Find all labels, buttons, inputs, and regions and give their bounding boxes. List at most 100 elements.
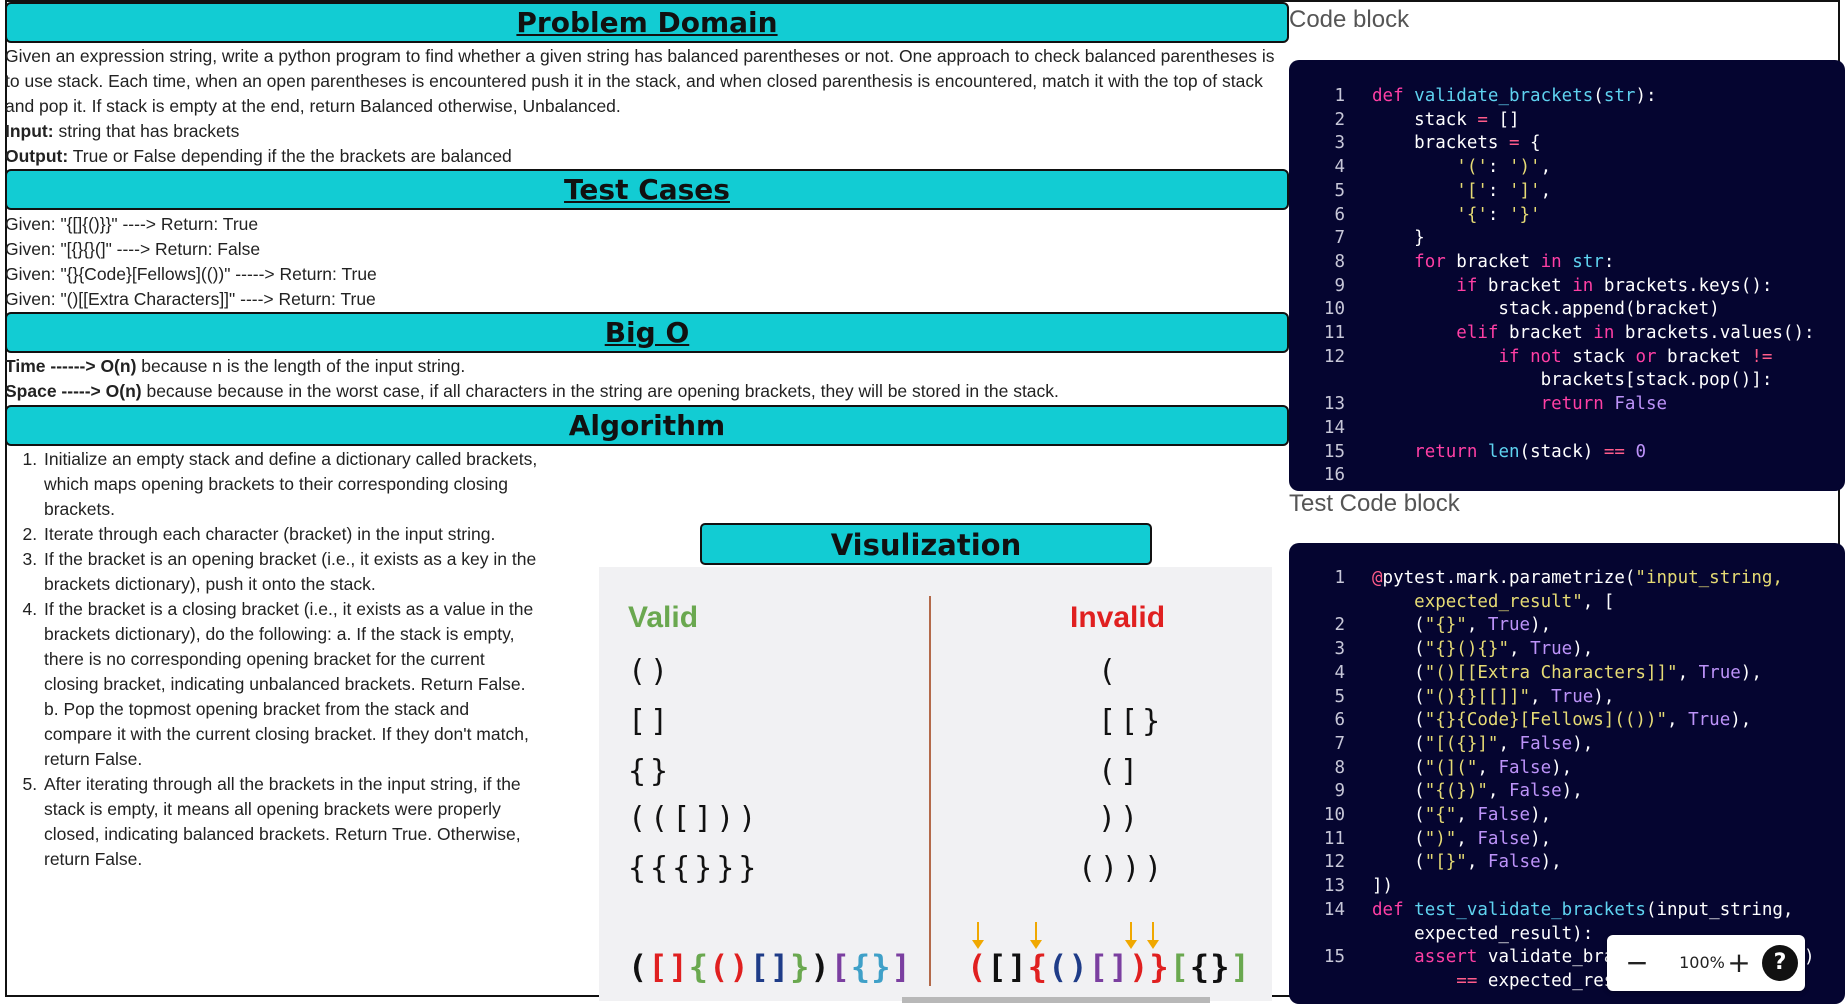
algorithm-banner: Algorithm <box>5 405 1289 446</box>
visualization-image <box>599 567 1272 1001</box>
problem-domain-banner: Problem Domain <box>5 2 1289 43</box>
line-number: 14 <box>1323 417 1345 438</box>
line-number: 12 <box>1323 852 1345 873</box>
algorithm-step: If the bracket is a closing bracket (i.e… <box>42 597 542 772</box>
bracket-char: ] <box>1108 948 1130 986</box>
time-complexity: Time ------> O(n) because n is the lengt… <box>5 354 1285 379</box>
line-number: 7 <box>1334 733 1345 754</box>
line-number: 12 <box>1323 346 1345 367</box>
code-text: == expected_result <box>1456 970 1646 991</box>
line-number: 13 <box>1323 876 1345 897</box>
bracket-char: } <box>871 948 892 986</box>
invalid-sequence: ([]{()[])}[{}] <box>967 948 1251 986</box>
code-text: def test_validate_brackets(input_string, <box>1372 899 1794 920</box>
code-text: @pytest.mark.parametrize("input_string, <box>1372 568 1783 588</box>
bracket-char: [ <box>987 948 1008 986</box>
code-line: expected_result", [ <box>1289 590 1845 614</box>
code-line: 11 elif bracket in brackets.values(): <box>1289 321 1845 345</box>
bracket-char: ] <box>891 948 912 986</box>
line-number: 5 <box>1334 180 1345 201</box>
line-number: 8 <box>1334 757 1345 778</box>
zoom-out-button[interactable]: − <box>1625 946 1649 979</box>
code-line: 5 '[': ']', <box>1289 179 1845 203</box>
code-text: '[': ']', <box>1456 180 1552 201</box>
code-text: def validate_brackets(str): <box>1372 86 1657 106</box>
algorithm-step: If the bracket is an opening bracket (i.… <box>42 547 542 597</box>
input-label: Input: <box>5 121 54 141</box>
bracket-char: { <box>1189 948 1211 986</box>
line-number: 11 <box>1323 828 1345 849</box>
code-text: return len(stack) == 0 <box>1414 441 1646 462</box>
bracket-char: ) <box>1129 948 1150 986</box>
line-number: 4 <box>1334 662 1345 683</box>
error-arrow <box>1130 922 1132 942</box>
line-number: 10 <box>1323 805 1345 825</box>
space-text: because because in the worst case, if al… <box>141 381 1059 401</box>
bracket-char: ] <box>1007 948 1028 986</box>
code-line: 5 ("(){}[[]]", True), <box>1289 685 1845 709</box>
line-number: 3 <box>1334 639 1345 660</box>
bracket-char: } <box>1149 948 1170 986</box>
bracket-char: ) <box>1068 948 1089 986</box>
line-number: 6 <box>1334 204 1345 225</box>
visualization-banner: Visulization <box>700 523 1152 565</box>
zoom-controls: − 100% + ? <box>1607 935 1805 991</box>
bracket-char: ] <box>668 948 689 986</box>
error-arrowhead <box>1147 940 1159 949</box>
code-text: ("{}(){}", True), <box>1372 639 1594 660</box>
problem-domain-title: Problem Domain <box>516 6 778 39</box>
zoom-level[interactable]: 100% <box>1679 953 1725 972</box>
test-code-block-panel: 1@pytest.mark.parametrize("input_string,… <box>1289 543 1845 1004</box>
line-number: 2 <box>1334 615 1345 636</box>
code-text: expected_result", [ <box>1414 591 1615 612</box>
horizontal-scrollbar[interactable] <box>902 997 1210 1003</box>
code-line: 13]) <box>1289 874 1845 898</box>
code-text: elif bracket in brackets.values(): <box>1456 323 1815 343</box>
valid-example: (([])) <box>628 801 761 836</box>
help-button[interactable]: ? <box>1762 945 1798 981</box>
valid-example: {{{}}} <box>628 851 761 886</box>
error-arrowhead <box>1125 940 1137 949</box>
line-number: 2 <box>1334 109 1345 130</box>
bracket-char: { <box>688 948 710 986</box>
code-text: stack = [] <box>1372 109 1520 130</box>
line-number: 7 <box>1334 228 1345 249</box>
code-line: == expected_result <box>1289 969 1845 993</box>
code-text: } <box>1372 228 1425 249</box>
code-line: expected_result): <box>1289 922 1845 946</box>
code-line: 3 brackets = { <box>1289 131 1845 155</box>
invalid-example: (] <box>1098 754 1143 789</box>
code-line: 6 '{': '}' <box>1289 203 1845 227</box>
problem-output-line: Output: True or False depending if the t… <box>5 144 1285 169</box>
code-block-label: Code block <box>1289 6 1410 33</box>
problem-description: Given an expression string, write a pyth… <box>5 44 1285 169</box>
code-text: ("(){}[[]]", True), <box>1372 686 1615 707</box>
valid-example: [] <box>628 704 673 739</box>
code-line: 3 ("{}(){}", True), <box>1289 637 1845 661</box>
code-text: ("{", False), <box>1372 805 1552 825</box>
code-text: stack.append(bracket) <box>1372 299 1720 320</box>
zoom-in-button[interactable]: + <box>1727 946 1751 979</box>
error-arrow <box>1035 922 1037 942</box>
code-line: 11 (")", False), <box>1289 827 1845 851</box>
algorithm-steps: Initialize an empty stack and define a d… <box>22 447 542 872</box>
bracket-char: [ <box>1088 948 1109 986</box>
code-line: 4 ("()[[Extra Characters]]", True), <box>1289 661 1845 685</box>
line-number: 9 <box>1334 781 1345 802</box>
test-cases-list: Given: "{[]{()}}" ----> Return: True Giv… <box>5 212 805 312</box>
test-case: Given: "()[[Extra Characters]]" ----> Re… <box>5 289 376 309</box>
big-o-banner: Big O <box>5 312 1289 353</box>
bracket-char: { <box>850 948 872 986</box>
line-number: 8 <box>1334 251 1345 272</box>
time-text: because n is the length of the input str… <box>136 356 466 376</box>
test-case: Given: "{[]{()}}" ----> Return: True <box>5 214 259 234</box>
code-text: ("(](", False), <box>1372 757 1573 778</box>
bracket-char: [ <box>830 948 851 986</box>
error-arrowhead <box>972 940 984 949</box>
code-line: 2 stack = [] <box>1289 108 1845 132</box>
code-text: ("()[[Extra Characters]]", True), <box>1372 662 1762 683</box>
line-number: 4 <box>1334 157 1345 178</box>
code-text: return False <box>1540 394 1668 415</box>
